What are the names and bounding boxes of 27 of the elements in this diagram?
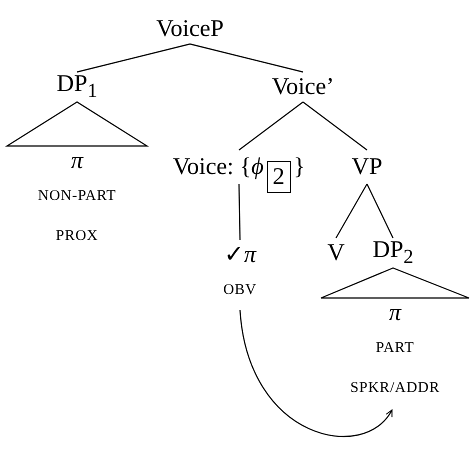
node-label: V — [327, 239, 345, 268]
tree-branch — [238, 184, 241, 240]
movement-arrow — [239, 310, 392, 437]
node-label: VP — [352, 153, 382, 182]
tree-branch — [335, 184, 368, 238]
node-label: π — [70, 147, 84, 176]
constituent-triangle — [320, 267, 470, 299]
node-label: } — [294, 153, 306, 182]
feature-label: OBV — [223, 281, 257, 300]
feature-label: PART — [376, 339, 414, 358]
node-label: DP$_{1}$ — [56, 70, 98, 104]
node-label: Voice’ — [272, 73, 334, 102]
boxed-index: 2 — [266, 161, 291, 193]
feature-label: NON-PART — [38, 187, 116, 206]
tree-branch — [302, 102, 368, 150]
constituent-triangle — [4, 101, 150, 147]
feature-label: PROX — [56, 227, 98, 246]
node-label: Voice: {ϕ — [172, 153, 264, 182]
node-label: VoiceP — [156, 15, 224, 44]
node-label: π — [388, 299, 402, 328]
tree-branch — [366, 184, 394, 238]
feature-label: SPKR/ADDR — [350, 379, 440, 398]
node-label: ✓π — [224, 241, 256, 270]
tree-branch — [190, 43, 304, 73]
node-label: DP$_{2}$ — [372, 236, 414, 270]
tree-branch — [76, 43, 190, 73]
tree-branch — [238, 102, 304, 150]
